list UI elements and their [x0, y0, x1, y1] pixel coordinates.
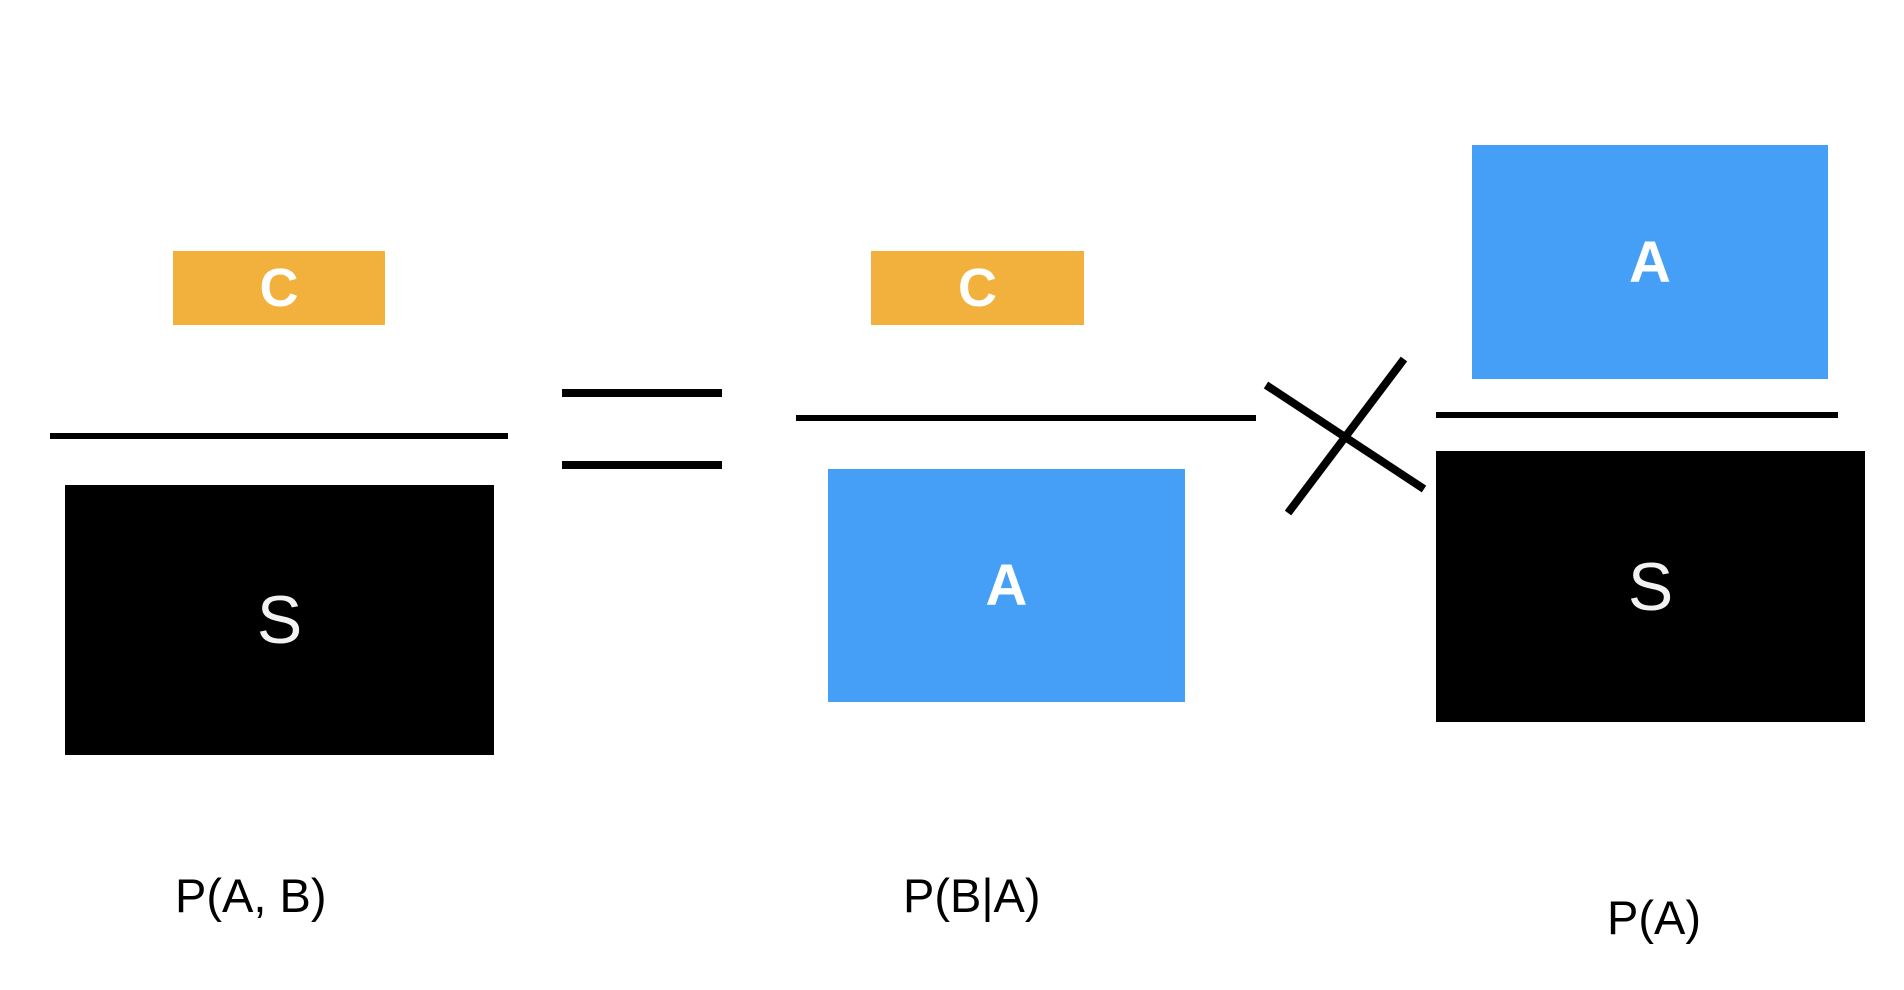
right-denominator-label: S: [1627, 548, 1674, 625]
left-denominator-label: S: [256, 582, 303, 658]
right-caption: P(A): [1607, 891, 1701, 944]
middle-denominator-a-box: A: [828, 469, 1185, 702]
times-icon: [1263, 356, 1427, 516]
middle-numerator-c-box: C: [871, 251, 1084, 325]
left-caption: P(A, B): [175, 869, 327, 922]
left-fraction-bar: [50, 433, 508, 439]
times-stroke-2: [1284, 356, 1408, 516]
middle-denominator-label: A: [985, 553, 1028, 618]
middle-fraction-bar: [796, 415, 1256, 421]
right-fraction-bar: [1436, 412, 1838, 418]
right-numerator-a-box: A: [1472, 145, 1828, 379]
middle-caption: P(B|A): [903, 869, 1041, 922]
equals-top-bar: [562, 389, 722, 397]
right-denominator-s-box: S: [1436, 451, 1865, 722]
left-numerator-label: C: [259, 258, 299, 318]
left-denominator-s-box: S: [65, 485, 494, 755]
middle-numerator-label: C: [958, 258, 997, 318]
left-numerator-c-box: C: [173, 251, 385, 325]
equals-bottom-bar: [562, 461, 722, 469]
right-numerator-label: A: [1629, 229, 1671, 295]
